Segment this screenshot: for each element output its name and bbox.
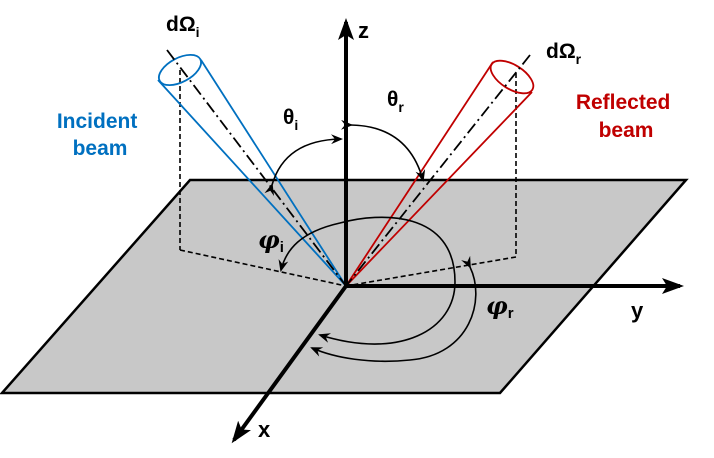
incident-beam-label-line1: Incident xyxy=(57,110,138,133)
reflected-projection-lines xyxy=(345,73,517,287)
z-axis-label: z xyxy=(358,18,369,43)
reflected-solid-angle-label: dΩr xyxy=(546,40,582,67)
theta-r-base: θ xyxy=(387,88,398,111)
theta-i-sub: i xyxy=(294,117,298,133)
reflected-beam-label-line1: Reflected xyxy=(576,91,671,114)
theta-i-base: θ xyxy=(283,106,294,129)
phi-i-base: φ xyxy=(258,225,280,254)
incident-solid-angle-base: dΩ xyxy=(166,13,196,36)
incident-beam-axis xyxy=(166,49,347,287)
x-axis-label: x xyxy=(258,417,271,442)
theta-r-label: θr xyxy=(387,88,404,115)
reflected-beam-label: Reflected beam xyxy=(576,91,676,142)
theta-i-label: θi xyxy=(283,106,298,133)
incident-beam-label-line2: beam xyxy=(73,137,128,160)
incident-beam-label: Incident beam xyxy=(57,110,143,160)
phi-i-arc xyxy=(278,216,456,283)
reflected-solid-angle-base: dΩ xyxy=(546,40,576,63)
theta-i-arc xyxy=(264,134,343,196)
incident-solid-angle-label: dΩi xyxy=(166,13,200,40)
incident-solid-angle-sub: i xyxy=(196,24,200,40)
phi-i-sub: i xyxy=(280,239,284,256)
phi-r-arc xyxy=(310,255,477,363)
reflected-beam-axis xyxy=(345,54,531,287)
phi-r-base: φ xyxy=(486,291,508,320)
phi-i-label: φi xyxy=(258,225,284,256)
phi-r-label: φr xyxy=(486,291,514,322)
incident-projection-lines xyxy=(179,70,347,287)
reflected-solid-angle-sub: r xyxy=(576,51,582,67)
phi-r-sub: r xyxy=(508,305,514,322)
y-axis-label: y xyxy=(631,298,644,323)
theta-r-sub: r xyxy=(398,99,404,115)
theta-r-arc xyxy=(340,119,426,182)
reflected-beam-label-line2: beam xyxy=(599,119,654,142)
